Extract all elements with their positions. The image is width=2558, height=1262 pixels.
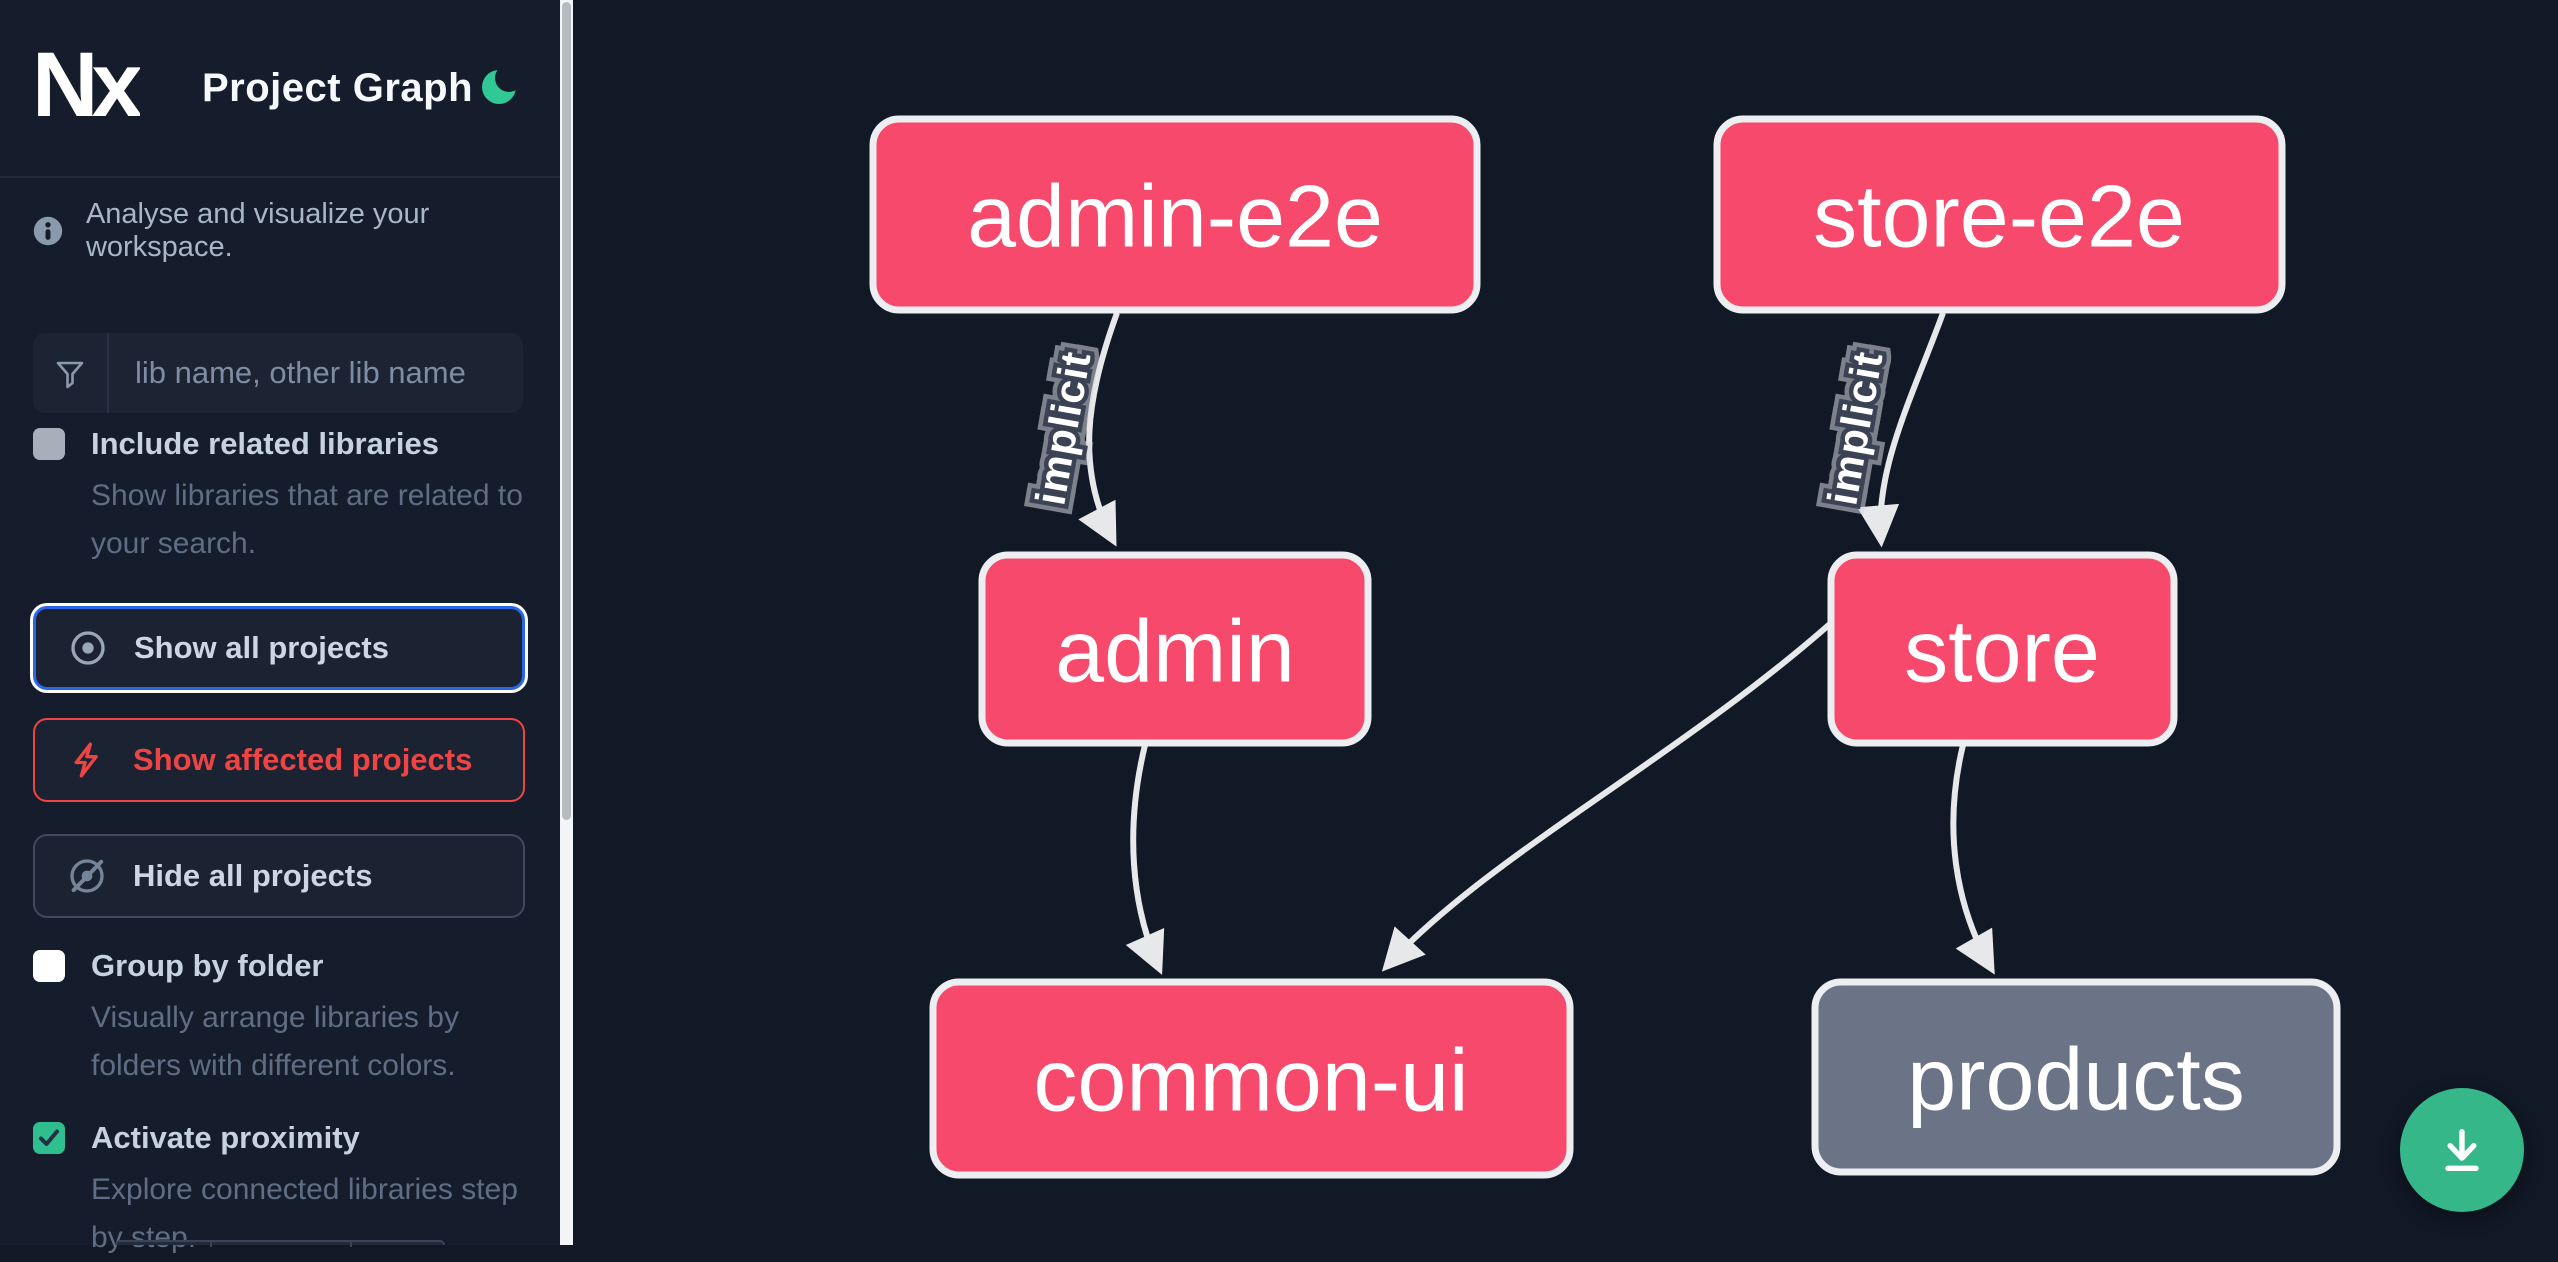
sidebar-header: Nx Project Graph: [0, 0, 560, 178]
project-graph-canvas[interactable]: implicit implicit implicit implicit impl…: [573, 0, 2558, 1245]
edge-store-e2e-to-store: [1857, 311, 1946, 548]
download-icon: [2445, 1129, 2479, 1171]
svg-text:implicit: implicit: [1818, 348, 1891, 509]
edge-admin-e2e-to-admin: [1078, 311, 1120, 547]
node-admin-e2e[interactable]: admin-e2e: [869, 115, 1481, 314]
toggle-description: Explore connected libraries step by step…: [91, 1173, 518, 1254]
toggle-label: Group by folder: [91, 948, 324, 983]
nx-logo: Nx: [36, 40, 140, 136]
node-common-ui[interactable]: common-ui: [929, 978, 1574, 1179]
dark-mode-toggle[interactable]: [478, 63, 524, 114]
node-admin[interactable]: admin: [978, 551, 1372, 747]
project-visibility-buttons: Show all projects Show affected projects…: [33, 606, 525, 918]
checkbox-group-by-folder[interactable]: [33, 950, 65, 982]
eye-off-icon: [70, 859, 104, 893]
show-all-projects-button[interactable]: Show all projects: [33, 606, 525, 690]
sidebar: Nx Project Graph Analyse and visualize y…: [0, 0, 560, 1254]
search-box: [33, 333, 523, 413]
proximity-depth-stepper[interactable]: [115, 1240, 445, 1247]
edge-admin-to-common-ui: [1125, 744, 1165, 975]
toggle-description: Show libraries that are related to your …: [91, 479, 523, 560]
node-store-e2e[interactable]: store-e2e: [1713, 115, 2286, 314]
checkbox-include-related[interactable]: [33, 428, 65, 460]
button-label: Hide all projects: [133, 858, 373, 893]
download-graph-button[interactable]: [2400, 1088, 2524, 1212]
sidebar-scrollbar-thumb[interactable]: [562, 2, 571, 820]
lightning-bolt-icon: [74, 742, 98, 778]
svg-text:Nx: Nx: [36, 40, 140, 136]
node-store[interactable]: store: [1827, 551, 2178, 747]
toggle-activate-proximity: Activate proximity Explore connected lib…: [0, 1118, 560, 1262]
toggle-label: Include related libraries: [91, 426, 440, 461]
show-affected-projects-button[interactable]: Show affected projects: [33, 718, 525, 802]
button-label: Show affected projects: [133, 742, 473, 777]
moon-icon: [482, 63, 523, 104]
search-input[interactable]: [109, 355, 523, 391]
checkbox-activate-proximity[interactable]: [33, 1122, 65, 1154]
dependency-graph: implicit implicit implicit implicit impl…: [869, 115, 2341, 1179]
filter-icon: [33, 333, 109, 413]
button-label: Show all projects: [134, 630, 389, 665]
toggle-include-related: Include related libraries Show libraries…: [0, 424, 560, 568]
tagline-text: Analyse and visualize your workspace.: [85, 198, 430, 263]
toggle-description: Visually arrange libraries by folders wi…: [91, 1001, 459, 1082]
edge-store-to-products: [1950, 744, 1995, 975]
workspace-tagline: Analyse and visualize your workspace.: [0, 198, 560, 264]
info-icon: [33, 216, 63, 246]
edge-label-implicit: implicit implicit implicit: [1809, 339, 1900, 518]
page-title: Project Graph: [202, 65, 474, 110]
edge-store-to-common-ui: [1381, 620, 1833, 972]
toggle-group-by-folder: Group by folder Visually arrange librari…: [0, 946, 560, 1090]
hide-all-projects-button[interactable]: Hide all projects: [33, 834, 525, 918]
node-products[interactable]: products: [1811, 978, 2341, 1176]
eye-icon: [71, 631, 105, 665]
check-icon: [39, 1129, 59, 1146]
toggle-label: Activate proximity: [91, 1120, 360, 1155]
